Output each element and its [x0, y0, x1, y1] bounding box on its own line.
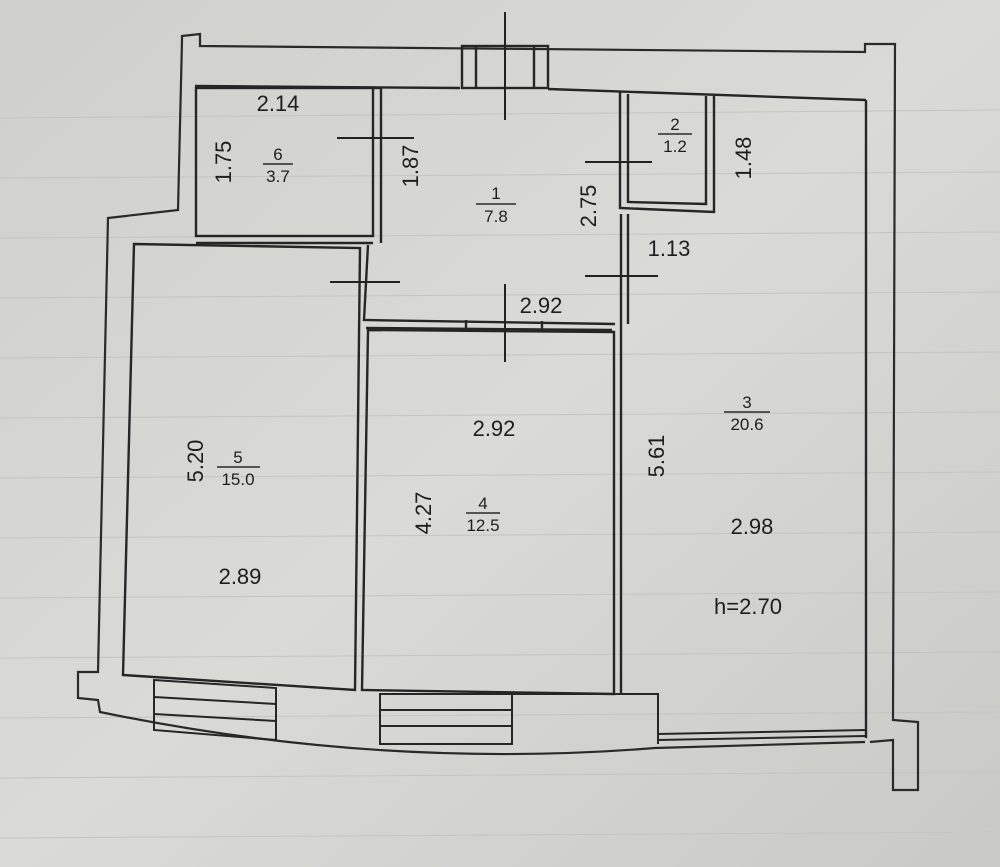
room-3-number: 3: [742, 393, 751, 412]
dim-room3-height: 5.61: [644, 435, 669, 478]
dim-room4-height: 4.27: [411, 492, 436, 535]
section-marks: [330, 12, 658, 362]
room-2-number: 2: [670, 115, 679, 134]
dim-room2-height: 1.48: [731, 137, 756, 180]
paper-grid: [0, 109, 1000, 839]
dim-room3-width: 2.98: [731, 514, 774, 539]
exterior-wall: [76, 32, 920, 792]
dim-room6-width: 2.14: [257, 91, 300, 116]
dim-room5-height: 5.20: [183, 440, 208, 483]
dim-corridor-width: 1.13: [648, 236, 691, 261]
room-5-number: 5: [233, 448, 242, 467]
dim-corridor-width-top: 1.87: [398, 145, 423, 188]
interior-walls: [121, 44, 868, 738]
room-4-number: 4: [478, 494, 487, 513]
dim-room6-height: 1.75: [211, 141, 236, 184]
dim-room5-width: 2.89: [219, 564, 262, 589]
room-4-area: 12.5: [466, 516, 499, 535]
room-6-area: 3.7: [266, 167, 290, 186]
ceiling-height-note: h=2.70: [714, 594, 782, 619]
room-2-area: 1.2: [663, 137, 687, 156]
area-fraction-bars: [217, 133, 770, 514]
room-1-area: 7.8: [484, 207, 508, 226]
room-5-area: 15.0: [221, 470, 254, 489]
dim-room1-height: 2.75: [576, 185, 601, 228]
room-6-number: 6: [273, 145, 282, 164]
dim-room1-width: 2.92: [520, 293, 563, 318]
room-1-number: 1: [491, 184, 500, 203]
bottom-windows: [153, 678, 867, 745]
dim-room4-width: 2.92: [473, 416, 516, 441]
room-3-area: 20.6: [730, 415, 763, 434]
